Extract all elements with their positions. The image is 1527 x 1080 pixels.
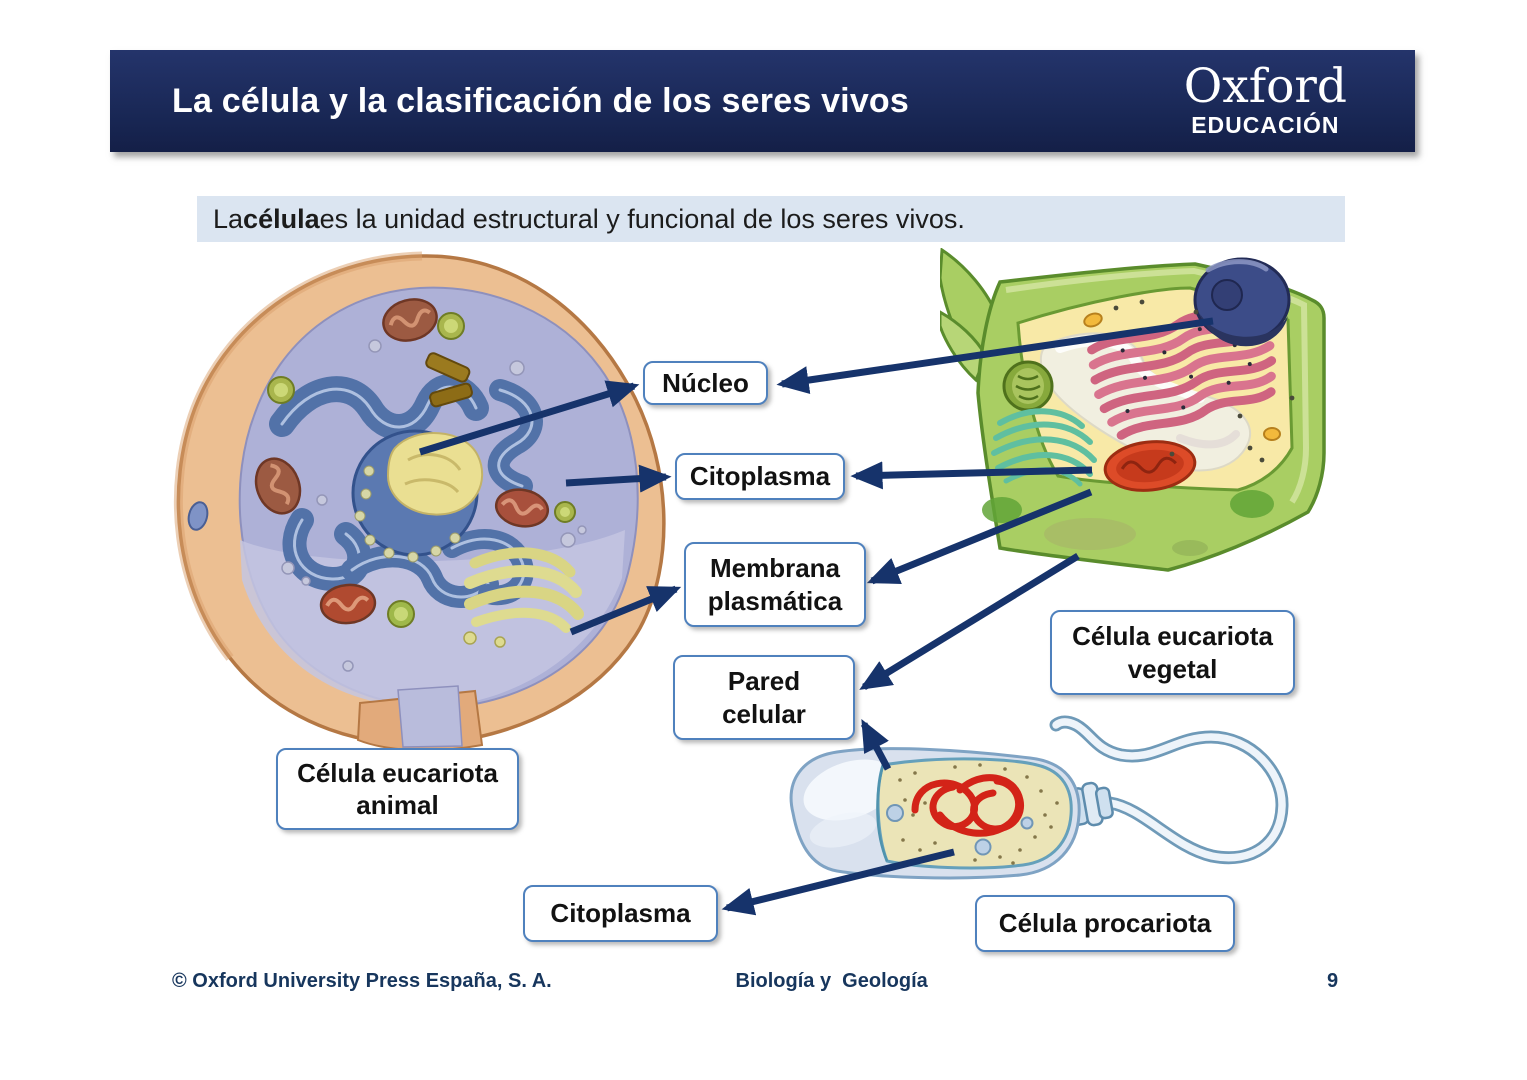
nucleolus <box>386 432 484 516</box>
rim-vesicle <box>187 501 209 531</box>
lysosomes <box>267 312 576 628</box>
vesicles <box>281 339 587 672</box>
chloroplast <box>1002 360 1054 412</box>
label-pared-celular: Pared celular <box>673 655 855 740</box>
flagellum <box>1049 715 1289 865</box>
plant-cell-illustration <box>940 248 1326 572</box>
oxford-logo-subtitle: EDUCACIÓN <box>1191 112 1340 139</box>
header-bar: La célula y la clasificación de los sere… <box>110 50 1415 152</box>
label-citoplasma-eucariota: Citoplasma <box>675 453 845 500</box>
plant-nucleus <box>1193 257 1291 347</box>
footer-copyright: © Oxford University Press España, S. A. <box>172 970 552 992</box>
mitochondria <box>254 298 550 625</box>
intro-rest: es la unidad estructural y funcional de … <box>319 203 965 234</box>
prokaryote-vesicles <box>886 804 1034 856</box>
label-celula-eucariota-animal: Célula eucariota animal <box>276 748 519 830</box>
label-nucleo: Núcleo <box>643 361 768 405</box>
prokaryote-cell-illustration <box>789 715 1289 880</box>
animal-cell-illustration <box>173 251 666 752</box>
label-celula-procariota: Célula procariota <box>975 895 1235 952</box>
golgi-apparatus <box>463 547 584 648</box>
intro-prefix: La <box>213 203 244 234</box>
footer-page-number: 9 <box>1327 970 1339 992</box>
page-title: La célula y la clasificación de los sere… <box>172 81 910 120</box>
nucleoid-dna <box>911 774 1024 837</box>
intro-highlight: célula <box>243 203 320 234</box>
intro-sentence: La célula es la unidad estructural y fun… <box>197 196 1345 242</box>
oxford-logo: Oxford EDUCACIÓN <box>1184 62 1347 139</box>
label-membrana-plasmatica: Membrana plasmática <box>684 542 866 627</box>
footer-subject: Biología y Geología <box>735 970 928 992</box>
oxford-logo-name: Oxford <box>1183 59 1347 114</box>
label-celula-eucariota-vegetal: Célula eucariota vegetal <box>1050 610 1295 695</box>
label-citoplasma-procariota: Citoplasma <box>523 885 718 942</box>
